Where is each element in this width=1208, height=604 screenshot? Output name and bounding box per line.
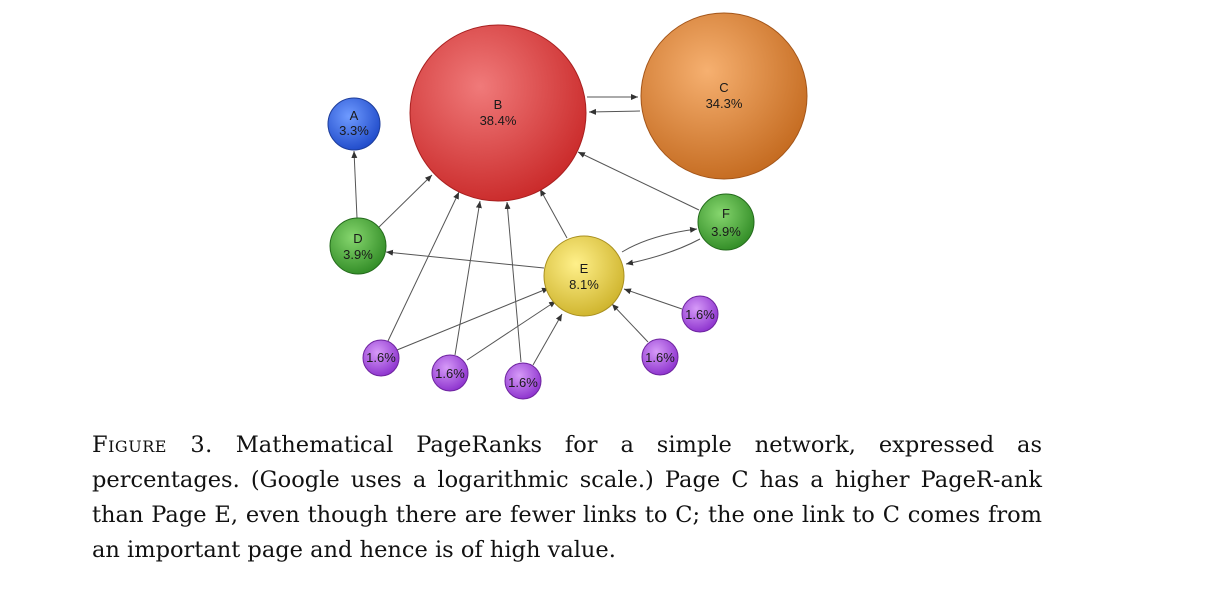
node-c: C 34.3% <box>640 12 808 180</box>
node-a-label: A <box>350 108 359 123</box>
edge-p3-to-e <box>532 313 563 366</box>
node-p4: 1.6% <box>641 338 679 376</box>
edge-p5-to-e <box>623 288 683 310</box>
node-b-value: 38.4% <box>480 113 517 128</box>
node-d: D 3.9% <box>329 217 387 275</box>
node-p3-value: 1.6% <box>508 375 538 390</box>
node-p3: 1.6% <box>504 362 542 400</box>
node-b: B 38.4% <box>409 24 587 202</box>
edge-f-to-e <box>625 238 701 266</box>
node-a-value: 3.3% <box>339 123 369 138</box>
edge-e-to-f <box>621 226 698 253</box>
pagerank-network-diagram: A 3.3% B 38.4% C 34.3% D 3.9% E 8.1% F 3… <box>327 12 808 400</box>
edges-layer <box>351 94 701 366</box>
edge-p3-to-b <box>504 201 522 363</box>
edge-p1-to-b <box>387 191 460 342</box>
figure-caption: Figure 3. Mathematical PageRanks for a s… <box>92 428 1042 568</box>
node-p4-value: 1.6% <box>645 350 675 365</box>
edge-e-to-b <box>539 188 568 239</box>
figure-caption-label: Figure 3. <box>92 432 213 458</box>
node-p5: 1.6% <box>681 295 719 333</box>
edge-p4-to-e <box>611 303 649 343</box>
node-f: F 3.9% <box>697 193 755 251</box>
node-p2-value: 1.6% <box>435 366 465 381</box>
node-c-label: C <box>719 80 728 95</box>
node-e: E 8.1% <box>543 235 625 317</box>
node-f-value: 3.9% <box>711 224 741 239</box>
node-p5-value: 1.6% <box>685 307 715 322</box>
nodes-layer: A 3.3% B 38.4% C 34.3% D 3.9% E 8.1% F 3… <box>327 12 808 400</box>
edge-f-to-b <box>577 151 700 211</box>
figure-caption-text: Mathematical PageRanks for a simple netw… <box>92 432 1043 563</box>
node-d-label: D <box>353 231 362 246</box>
edge-p2-to-e <box>466 300 557 361</box>
node-f-label: F <box>722 206 730 221</box>
node-c-value: 34.3% <box>706 96 743 111</box>
node-p1-value: 1.6% <box>366 350 396 365</box>
edge-e-to-d <box>385 249 545 269</box>
node-e-label: E <box>580 261 589 276</box>
edge-d-to-a <box>351 150 358 219</box>
node-p1: 1.6% <box>362 339 400 377</box>
node-e-value: 8.1% <box>569 277 599 292</box>
edge-d-to-b <box>377 174 433 229</box>
edge-c-to-b <box>588 108 641 115</box>
edge-p2-to-b <box>454 200 482 356</box>
node-d-value: 3.9% <box>343 247 373 262</box>
node-b-label: B <box>494 97 503 112</box>
edge-p1-to-e <box>396 287 550 351</box>
node-a: A 3.3% <box>327 97 381 151</box>
node-p2: 1.6% <box>431 354 469 392</box>
